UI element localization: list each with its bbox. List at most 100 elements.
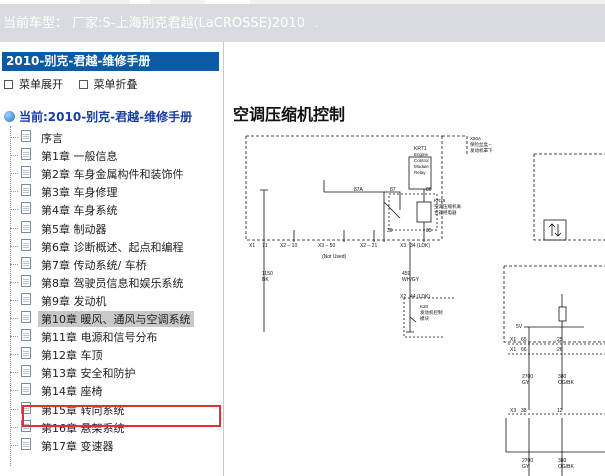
pin-30: 30 [387,228,393,234]
tree-root[interactable]: 当前:2010-别克-君越-维修手册 [4,108,192,125]
lower-module-box [505,418,605,453]
menu-collapse-button[interactable]: 菜单折叠 [78,76,138,92]
ecm-switch [406,312,417,333]
chapter-item[interactable]: 第17章 变速器 [10,436,220,454]
chapter-item-label: 第6章 诊断概述、起点和编程 [41,240,184,254]
tree-branch [10,354,18,356]
chapter-item-label: 第12章 车顶 [41,349,103,363]
wire-2700-a: 2700 [522,374,533,380]
chapter-item[interactable]: 第1章 一般信息 [10,146,220,164]
wire-x1-71 [260,189,268,242]
x50a-label: X50A [470,136,481,141]
tree-branch [10,209,18,211]
chapter-item[interactable]: 第3章 车身修理 [10,182,220,200]
chapter-item-label: 第10章 暖风、通风与空调系统 [38,311,194,327]
wire-1150-color: BK [262,277,269,283]
x3-34-label: X3 [400,243,406,249]
right-box-2 [503,266,605,343]
wire-380-b: 380 [558,458,567,464]
chapter-item-label: 第7章 传动系统/ 车桥 [41,258,147,272]
vehicle-model-value: 厂家:S-上海别克君越(LaCROSSE)2010 [72,16,305,31]
updown-arrows-icon [548,223,562,237]
sidebar-title: 2010-别克-君越-维修手册 [2,52,219,71]
wire-2700-a-color: GY [522,380,530,386]
wire-459-color: WH/GY [402,277,420,283]
document-icon [21,292,31,305]
wiring-diagram: KR71 Engine Control Module Relay X50A 保险… [245,135,605,476]
document-icon [21,130,31,142]
k20-cn: 发动机控制 [420,309,443,316]
document-icon [21,329,31,342]
chapter-item-label: 第17章 变速器 [41,439,114,453]
tree-branch [10,227,18,229]
chapter-item[interactable]: 第14章 座椅 [10,381,220,399]
tree-branch [10,390,18,392]
connector-stubs [293,230,375,242]
tree-branch [10,245,18,247]
chapter-item-label: 第4章 车身系统 [41,204,118,218]
x1-66-label: X1 [510,347,516,353]
pin-87a: 87A [354,187,364,193]
document-icon [21,347,31,360]
chapter-item[interactable]: 第4章 车身系统 [10,200,220,218]
pin-26: 26 [557,347,563,353]
x3-label: X3 [510,408,516,414]
tree-branch [10,408,18,410]
kr29-label: KR29 [434,198,446,203]
kr29-cn1: 空调压缩机离 [434,203,461,210]
kr71-relay: Relay [414,170,426,175]
top-tab-3 [205,0,250,4]
wire-380-a-color: OG/BK [558,380,575,386]
tree-branch [10,263,18,265]
chapter-item-label: 第8章 驾驶员信息和娱乐系统 [41,276,184,290]
wire-1150-label: 1150 [262,271,273,277]
fusebox-outline [245,136,442,241]
relay-coil [416,201,432,223]
document-icon [21,184,31,197]
pin-12: 12 [557,408,563,414]
document-icon [21,383,31,396]
chapter-item-label: 序言 [41,132,63,145]
document-icon [21,256,31,269]
fusebox-label-edge [442,135,468,154]
chapter-item[interactable]: 第10章 暖风、通风与空调系统 [10,309,220,327]
collapse-icon [78,79,88,89]
document-icon [21,202,31,215]
chapter-item[interactable]: 第9章 发动机 [10,291,220,309]
document-icon [21,220,31,233]
tree-branch [10,426,18,428]
chapter-item[interactable]: 第12章 车顶 [10,345,220,363]
chapter-item-label: 第2章 车身金属构件和装饰件 [41,168,184,182]
chapter-item[interactable]: 第11章 电源和信号分布 [10,327,220,345]
relay-kr71-box [408,156,432,190]
menu-collapse-label: 菜单折叠 [93,78,138,91]
chapter-item[interactable]: 第7章 传动系统/ 车桥 [10,255,220,273]
wire-380-a: 380 [558,374,567,380]
chapter-item[interactable]: 第6章 诊断概述、起点和编程 [10,237,220,255]
chapter-item-label: 第9章 发动机 [41,294,107,308]
wire-2700-b-color: GY [522,464,530,470]
right-box-1 [533,154,605,241]
chapter-item[interactable]: 第2章 车身金属构件和装饰件 [10,164,220,182]
chapter-item[interactable]: 序言 [10,128,220,146]
menu-expand-button[interactable]: 菜单展开 [4,76,63,92]
pin-34: 34 (LDK) [410,243,430,249]
document-icon [21,311,31,323]
chapter-item[interactable]: 第5章 制动器 [10,219,220,237]
wire-380-b-color: OG/BK [558,464,575,470]
document-icon [21,148,31,161]
tree-connector [10,126,11,466]
kr71-label: KR71 [414,146,427,152]
kr71-engine: Engine [414,152,429,157]
tree-branch [10,173,18,175]
relay-symbol-box[interactable] [543,219,567,241]
x1-65-label: X1 [510,337,516,343]
relay-switch-arm [383,201,401,219]
chapter-item[interactable]: 第13章 安全和防护 [10,363,220,381]
chapter-item[interactable]: 第8章 驾驶员信息和娱乐系统 [10,273,220,291]
vehicle-model-title: 当前车型： 厂家:S-上海别克君越(LaCROSSE)2010 . [3,12,318,31]
kr29-cn2: 合器继电器 [434,209,457,216]
x1-71-label: X1 [249,243,255,249]
pin-66: 66 [521,347,527,353]
pin-87: 87 [390,187,396,193]
